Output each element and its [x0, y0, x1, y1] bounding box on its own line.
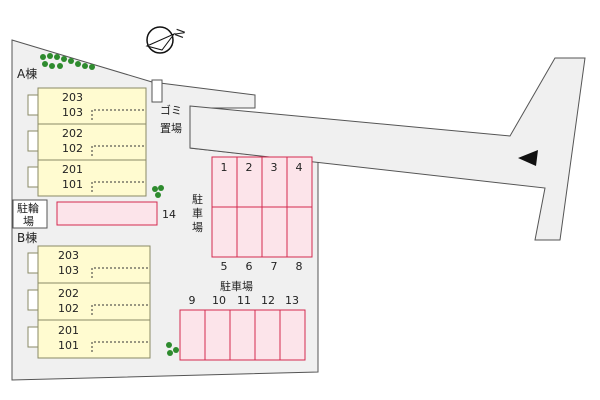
building-a-label: A棟 — [17, 66, 37, 81]
garbage-enclosure — [151, 79, 163, 103]
parking-number-7: 7 — [271, 260, 278, 273]
parking-number-13: 13 — [285, 294, 299, 307]
unit-b-201: 201 — [58, 324, 79, 337]
unit-b-203: 203 — [58, 249, 79, 262]
parking-space-14 — [56, 201, 158, 226]
parking-space-14-number: 14 — [162, 208, 176, 221]
compass-label: N — [172, 27, 188, 40]
tree-cluster-icon — [40, 53, 95, 70]
parking-main-label-3: 場 — [192, 221, 203, 234]
unit-a-201: 201 — [62, 163, 83, 176]
garbage-label-line1: ゴミ — [160, 103, 182, 117]
entrance-arrow-icon — [518, 150, 538, 166]
unit-b-202: 202 — [58, 287, 79, 300]
parking-number-6: 6 — [246, 260, 253, 273]
parking-number-1: 1 — [221, 161, 228, 174]
unit-a-203: 203 — [62, 91, 83, 104]
tree-pair-icon — [166, 342, 179, 356]
parking-main-label-2: 車 — [192, 206, 203, 220]
parking-lower-label: 駐車場 — [220, 279, 253, 293]
parking-number-5: 5 — [221, 260, 228, 273]
garbage-label-line2: 置場 — [160, 122, 182, 135]
building-a — [27, 87, 147, 197]
unit-b-103: 103 — [58, 264, 79, 277]
parking-number-4: 4 — [296, 161, 303, 174]
tree-pair-icon — [152, 185, 164, 198]
unit-b-101: 101 — [58, 339, 79, 352]
parking-number-11: 11 — [237, 294, 251, 307]
parking-main-label-1: 駐 — [192, 192, 203, 206]
parking-number-10: 10 — [212, 294, 226, 307]
bike-parking-label-line2: 場 — [23, 215, 34, 228]
unit-b-102: 102 — [58, 302, 79, 315]
bike-parking-label-line1: 駐輪 — [17, 201, 39, 215]
parking-main — [211, 156, 313, 258]
unit-a-103: 103 — [62, 106, 83, 119]
north-arrow-icon — [145, 26, 176, 54]
parking-number-2: 2 — [246, 161, 253, 174]
unit-a-102: 102 — [62, 142, 83, 155]
parking-lower — [179, 309, 306, 361]
parking-number-12: 12 — [261, 294, 275, 307]
parking-number-8: 8 — [296, 260, 303, 273]
unit-a-202: 202 — [62, 127, 83, 140]
parking-number-3: 3 — [271, 161, 278, 174]
building-b-label: B棟 — [17, 230, 37, 245]
unit-a-101: 101 — [62, 178, 83, 191]
parking-number-9: 9 — [189, 294, 196, 307]
bike-parking — [12, 199, 48, 229]
building-b — [27, 245, 151, 359]
